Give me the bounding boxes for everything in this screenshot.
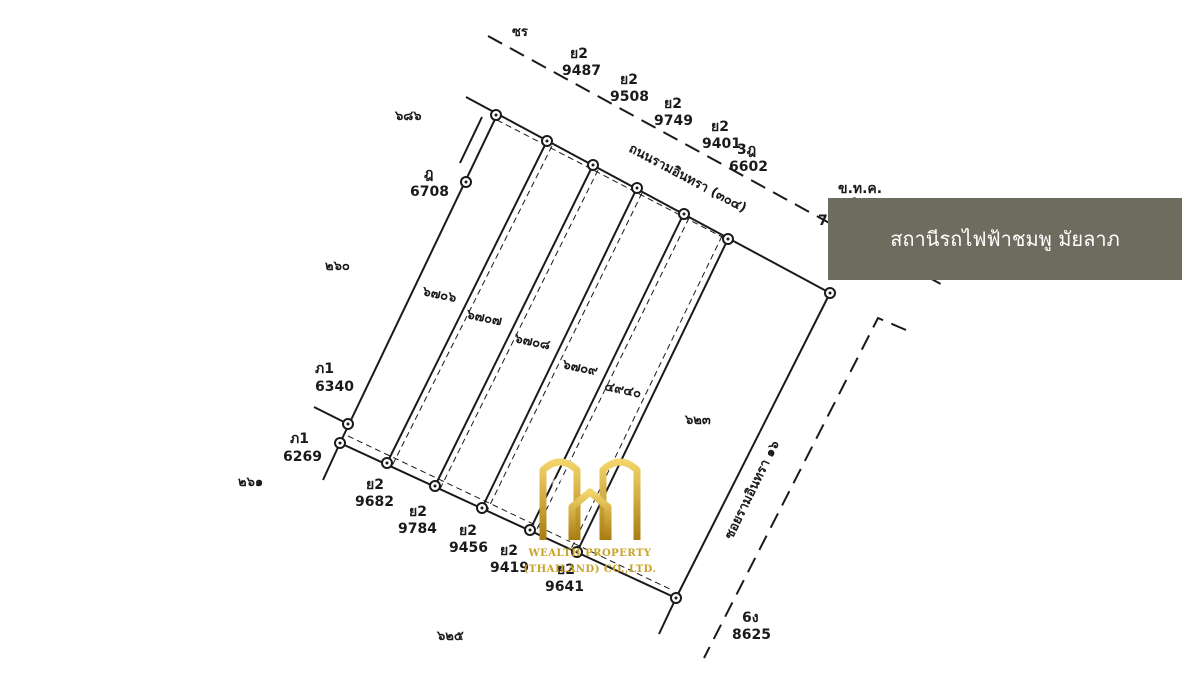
svg-text:ย2: ย2 xyxy=(459,523,477,539)
house-logo-icon xyxy=(539,458,641,540)
parcel-number: ๖๗๐๖ xyxy=(420,284,458,306)
plot-ref-9784: ย2 9784 xyxy=(398,504,437,537)
left-boundary xyxy=(339,114,498,444)
parcel-number: ๖๗๐๗ xyxy=(464,307,503,329)
svg-text:9784: 9784 xyxy=(398,521,437,537)
parcel-number: ๔๙๔๐ xyxy=(603,379,643,401)
divider-2 xyxy=(434,164,594,487)
bottom-tick xyxy=(658,597,677,635)
outer-number-261: ๒๖๑ xyxy=(238,475,263,490)
divider-4 xyxy=(529,212,685,531)
divider-3 xyxy=(481,187,638,509)
soi-dashed-line xyxy=(703,316,907,659)
station-badge: สถานีรถไฟฟ้าชมพู มัยลาภ xyxy=(828,198,1182,280)
road-main-label: ถนนรามอินทรา (๓๐๔) xyxy=(626,141,749,216)
right-boundary xyxy=(675,292,831,599)
svg-text:ย2: ย2 xyxy=(500,543,518,559)
svg-text:9641: 9641 xyxy=(545,579,584,595)
svg-text:9401: 9401 xyxy=(702,136,741,152)
parcel-number: ๖๗๐๙ xyxy=(560,357,599,379)
plot-ref-9487: ย2 9487 xyxy=(562,46,601,79)
svg-text:ย2: ย2 xyxy=(366,477,384,493)
agency-label: ข.ท.ค. xyxy=(838,181,882,197)
svg-text:6ง: 6ง xyxy=(742,610,759,626)
plot-ref-9401: ย2 9401 xyxy=(702,119,741,152)
svg-text:8625: 8625 xyxy=(732,627,771,643)
svg-text:6269: 6269 xyxy=(283,449,322,465)
road-edge xyxy=(465,96,831,294)
plot-ref-6708: ฎ 6708 xyxy=(410,166,449,200)
logo-line-2: (THAILAND) CO.,LTD. xyxy=(523,564,657,575)
survey-markers xyxy=(334,109,836,604)
road-edge-inner xyxy=(496,119,729,241)
plot-ref-9456: ย2 9456 xyxy=(449,523,488,556)
svg-text:ฎ: ฎ xyxy=(424,166,433,182)
svg-text:9456: 9456 xyxy=(449,540,488,556)
svg-text:ย2: ย2 xyxy=(409,504,427,520)
logo-line-1: WEALTH PROPERTY xyxy=(528,548,652,559)
top-cut-label: ซร xyxy=(512,25,528,40)
divider-3b xyxy=(486,192,643,512)
bottom-boundary xyxy=(339,442,677,599)
svg-text:6602: 6602 xyxy=(729,159,768,175)
svg-text:ย2: ย2 xyxy=(557,562,575,578)
left-tick-2 xyxy=(322,442,341,481)
svg-text:ย2: ย2 xyxy=(570,46,588,62)
svg-text:9419: 9419 xyxy=(490,560,529,576)
svg-text:ภ1: ภ1 xyxy=(315,361,334,377)
left-tick-1 xyxy=(313,406,349,425)
divider-1 xyxy=(386,140,548,464)
svg-text:3ฎ: 3ฎ xyxy=(737,142,756,158)
parcel-number: ๖๗๐๘ xyxy=(512,331,551,353)
svg-text:9487: 9487 xyxy=(562,63,601,79)
outer-number-260: ๒๖๐ xyxy=(325,259,350,274)
svg-text:ย2: ย2 xyxy=(664,96,682,112)
svg-text:9749: 9749 xyxy=(654,113,693,129)
left-extension xyxy=(459,116,483,164)
plot-ref-6340: ภ1 6340 xyxy=(315,361,354,395)
divider-2b xyxy=(439,169,599,490)
svg-text:ภ1: ภ1 xyxy=(290,431,309,447)
svg-text:ย2: ย2 xyxy=(620,72,638,88)
plot-ref-6269: ภ1 6269 xyxy=(283,431,322,465)
plot-ref-8625: 6ง 8625 xyxy=(732,610,771,643)
plot-ref-9749: ย2 9749 xyxy=(654,96,693,129)
outer-number-686: ๖๘๖ xyxy=(394,109,422,124)
company-logo: WEALTH PROPERTY (THAILAND) CO.,LTD. xyxy=(510,452,670,592)
svg-text:9682: 9682 xyxy=(355,494,394,510)
plot-ref-9419: ย2 9419 xyxy=(490,543,529,576)
svg-text:6708: 6708 xyxy=(410,184,449,200)
outer-number-625: ๖๒๕ xyxy=(436,629,464,644)
svg-text:9508: 9508 xyxy=(610,89,649,105)
plot-ref-9682: ย2 9682 xyxy=(355,477,394,510)
divider-5b xyxy=(570,235,723,550)
station-badge-text: สถานีรถไฟฟ้าชมพู มัยลาภ xyxy=(890,227,1120,251)
plot-ref-9508: ย2 9508 xyxy=(610,72,649,105)
svg-text:ย2: ย2 xyxy=(711,119,729,135)
plot-ref-6602: 3ฎ 6602 xyxy=(729,142,768,175)
plot-ref-9641: ย2 9641 xyxy=(545,562,584,595)
parcel-number: ๖๒๓ xyxy=(684,413,711,428)
svg-text:6340: 6340 xyxy=(315,379,354,395)
